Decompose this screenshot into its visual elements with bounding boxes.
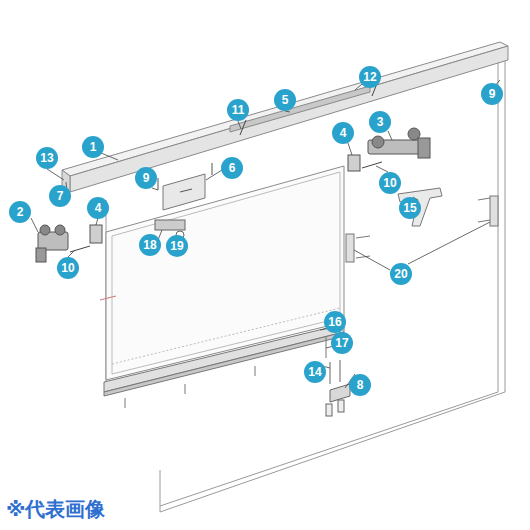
callout-number: 10 xyxy=(379,172,401,194)
bottom-guide xyxy=(104,324,344,408)
callout-number: 1 xyxy=(82,136,104,158)
callout-number: 6 xyxy=(221,157,243,179)
callout-number: 5 xyxy=(274,89,296,111)
callout-number: 16 xyxy=(324,311,346,333)
carrier-left xyxy=(36,225,68,262)
callout-number: 12 xyxy=(359,66,381,88)
callout-number: 2 xyxy=(9,201,31,223)
callout-number: 19 xyxy=(166,235,188,257)
callout-number: 7 xyxy=(49,185,71,207)
callout-number: 4 xyxy=(87,197,109,219)
callout-number: 15 xyxy=(399,197,421,219)
top-rail xyxy=(62,42,508,192)
callout-number: 13 xyxy=(36,147,58,169)
wall-bracket xyxy=(346,196,498,262)
callout-number: 8 xyxy=(349,374,371,396)
callout-number: 4 xyxy=(332,122,354,144)
representative-image-note: ※代表画像 xyxy=(6,496,105,523)
callout-number: 20 xyxy=(390,263,412,285)
leader-lines xyxy=(31,80,500,388)
callout-number: 17 xyxy=(331,332,353,354)
adjust-tool xyxy=(398,188,442,226)
door-panel xyxy=(100,166,344,380)
callout-number: 14 xyxy=(304,361,326,383)
callout-number: 18 xyxy=(139,234,161,256)
callout-number: 9 xyxy=(135,167,157,189)
floor-guide xyxy=(326,360,350,416)
callout-number: 9 xyxy=(481,83,503,105)
callout-number: 10 xyxy=(57,257,79,279)
callout-number: 11 xyxy=(227,99,249,121)
callout-number: 3 xyxy=(369,111,391,133)
stopper xyxy=(158,163,212,210)
